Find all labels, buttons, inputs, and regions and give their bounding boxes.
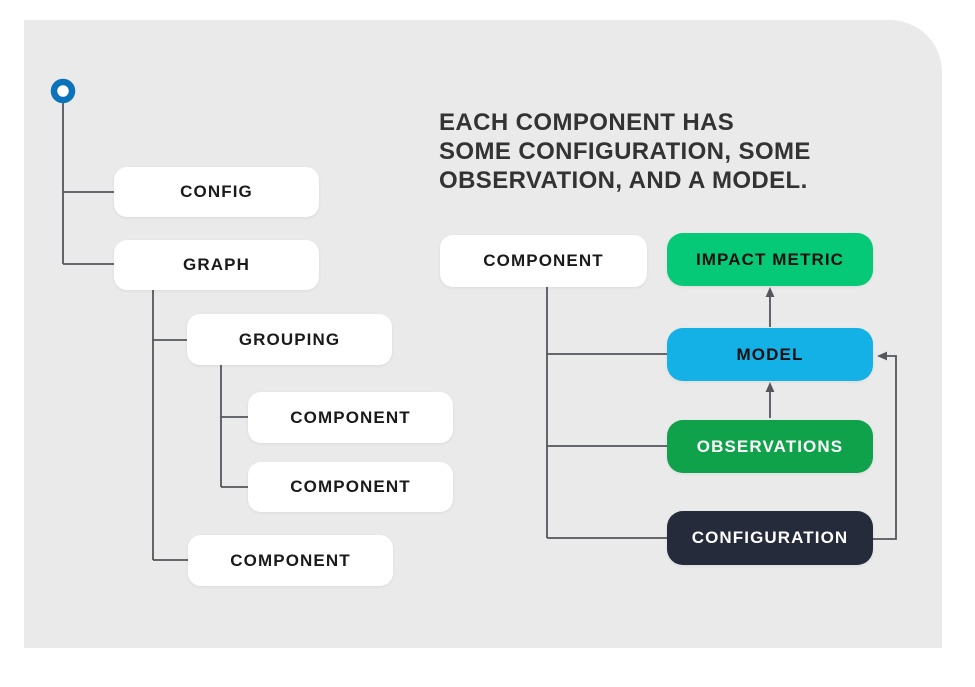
tree-node-graph: GRAPH	[114, 240, 319, 290]
detail-node-observations: OBSERVATIONS	[667, 420, 873, 473]
tree-node-component: COMPONENT	[248, 462, 453, 512]
heading-line-1: EACH COMPONENT HAS	[439, 109, 735, 136]
heading: EACH COMPONENT HAS SOME CONFIGURATION, S…	[439, 108, 839, 195]
heading-line-2: SOME CONFIGURATION, SOME	[439, 138, 811, 165]
tree-node-grouping: GROUPING	[187, 314, 392, 365]
tree-node-component: COMPONENT	[248, 392, 453, 443]
detail-node-model: MODEL	[667, 328, 873, 381]
detail-node-impact-metric: IMPACT METRIC	[667, 233, 873, 286]
tree-node-component: COMPONENT	[188, 535, 393, 586]
tree-node-config: CONFIG	[114, 167, 319, 217]
detail-node-component: COMPONENT	[440, 235, 647, 287]
heading-line-3: OBSERVATION, AND A MODEL.	[439, 167, 808, 194]
detail-node-configuration: CONFIGURATION	[667, 511, 873, 565]
